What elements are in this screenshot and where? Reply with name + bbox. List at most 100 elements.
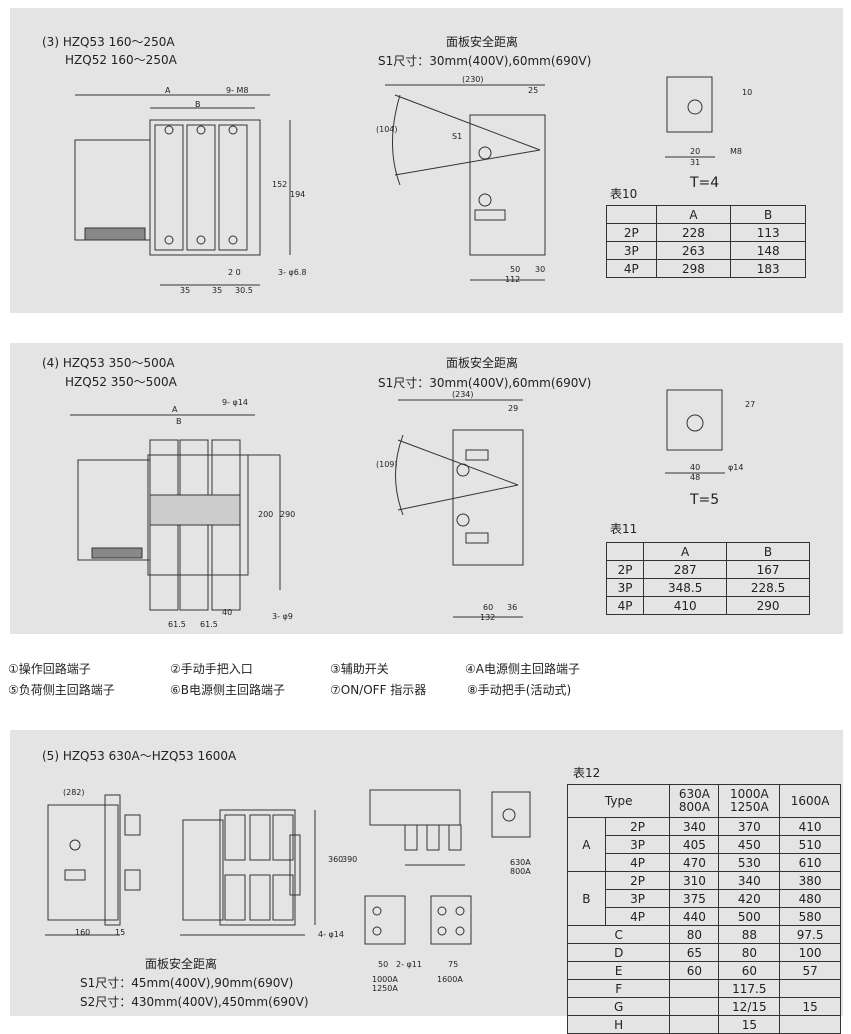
dim-230: (230) xyxy=(462,75,484,84)
terminal-1000-drawing xyxy=(364,895,406,945)
terminal-630-drawing xyxy=(491,791,531,838)
table-cell: 57 xyxy=(779,961,841,980)
front-view-drawing xyxy=(74,94,291,286)
table-cell: 60 xyxy=(718,961,781,980)
table-cell: G xyxy=(566,997,671,1016)
table-cell: 298 xyxy=(655,259,732,278)
s1-label: S1 xyxy=(452,132,463,141)
dim-holes-14: 4- φ14 xyxy=(318,930,344,939)
table-cell: 420 xyxy=(718,889,781,908)
dim-20: 20 xyxy=(690,147,701,156)
table-cell: 148 xyxy=(730,241,806,260)
table-cell: 4P xyxy=(604,907,671,926)
dim-194: 194 xyxy=(290,190,306,199)
table-cell: 348.5 xyxy=(643,578,728,597)
panel-safety-title: 面板安全距离 xyxy=(446,35,519,49)
dim-holes-6-8: 3- φ6.8 xyxy=(278,268,307,277)
panel-safety-title: 面板安全距离 xyxy=(446,356,519,370)
table-cell: 60 xyxy=(669,961,720,980)
dim-30: 30 xyxy=(535,265,546,274)
table-cell: 410 xyxy=(643,596,728,615)
table-cell: 4P xyxy=(606,259,657,278)
table-label: 表12 xyxy=(573,766,601,780)
table-cell: 117.5 xyxy=(718,979,781,998)
table-cell: 4P xyxy=(604,853,671,872)
dim-200: 200 xyxy=(258,510,274,519)
s2-size: S2尺寸：430mm(400V),450mm(690V) xyxy=(80,995,309,1009)
table-cell: 113 xyxy=(730,223,806,242)
dim-20: 2 0 xyxy=(228,268,241,277)
table-cell: 1000A 1250A xyxy=(718,784,781,818)
t-value: T=5 xyxy=(690,492,720,508)
table-cell: 530 xyxy=(718,853,781,872)
table-cell: 183 xyxy=(730,259,806,278)
table-cell: 1600A xyxy=(779,784,841,818)
side-view-drawing xyxy=(395,399,524,618)
table-cell: 15 xyxy=(718,1015,781,1034)
dim-a: A xyxy=(165,86,171,95)
table-cell: 263 xyxy=(655,241,732,260)
s1-size: S1尺寸：30mm(400V),60mm(690V) xyxy=(378,376,592,390)
dim-holes-11: 2- φ11 xyxy=(396,960,422,969)
front-view-drawing xyxy=(70,414,281,611)
section-subtitle: HZQ52 160～250A xyxy=(65,53,177,67)
dim-31: 31 xyxy=(690,158,701,167)
dim-holes: 9- M8 xyxy=(226,86,249,95)
table-cell: 310 xyxy=(669,871,720,890)
dim-b: B xyxy=(195,100,201,109)
table-cell: 2P xyxy=(606,223,657,242)
side-view-drawing xyxy=(45,794,141,936)
table-cell xyxy=(779,1015,841,1034)
s1-size: S1尺寸：30mm(400V),60mm(690V) xyxy=(378,54,592,68)
terminal-detail-drawing xyxy=(665,76,715,158)
legend-item: ③辅助开关 xyxy=(330,662,389,676)
t-value: T=4 xyxy=(690,175,720,191)
table-cell: A xyxy=(567,817,606,872)
legend-item: ⑧手动把手(活动式) xyxy=(467,683,572,697)
dim-160: 160 xyxy=(75,928,91,937)
table-cell: 167 xyxy=(726,560,810,579)
dim-36: 36 xyxy=(507,603,518,612)
table-cell: 3P xyxy=(604,835,671,854)
section-subtitle: HZQ52 350～500A xyxy=(65,375,177,389)
legend-item: ②手动手把入口 xyxy=(170,662,253,676)
table-cell: 2P xyxy=(605,560,645,579)
dim-104: (104) xyxy=(376,125,398,134)
dim-b: B xyxy=(176,417,182,426)
table-cell: A xyxy=(643,542,728,561)
dim-35: 35 xyxy=(180,286,191,295)
legend-item: ⑥B电源侧主回路端子 xyxy=(170,683,285,697)
table-cell: 380 xyxy=(779,871,841,890)
dim-hole-14: φ14 xyxy=(728,463,744,472)
table-cell: 340 xyxy=(718,871,781,890)
table-cell: 610 xyxy=(779,853,841,872)
table-cell: Type xyxy=(566,784,671,818)
dim-132: 132 xyxy=(480,613,496,622)
dim-234: (234) xyxy=(452,390,474,399)
dim-282: (282) xyxy=(63,788,85,797)
table-cell: 100 xyxy=(779,943,841,962)
table-cell: 228 xyxy=(655,223,732,242)
panel-safety-title: 面板安全距离 xyxy=(145,957,218,971)
dim-360: 360 xyxy=(328,855,344,864)
dim-290: 290 xyxy=(280,510,296,519)
table-cell: C xyxy=(566,925,671,944)
dim-holes-9: 3- φ9 xyxy=(272,612,293,621)
dim-390: 390 xyxy=(342,855,358,864)
table-cell: 800A xyxy=(510,867,531,876)
front-view-drawing xyxy=(180,809,316,936)
